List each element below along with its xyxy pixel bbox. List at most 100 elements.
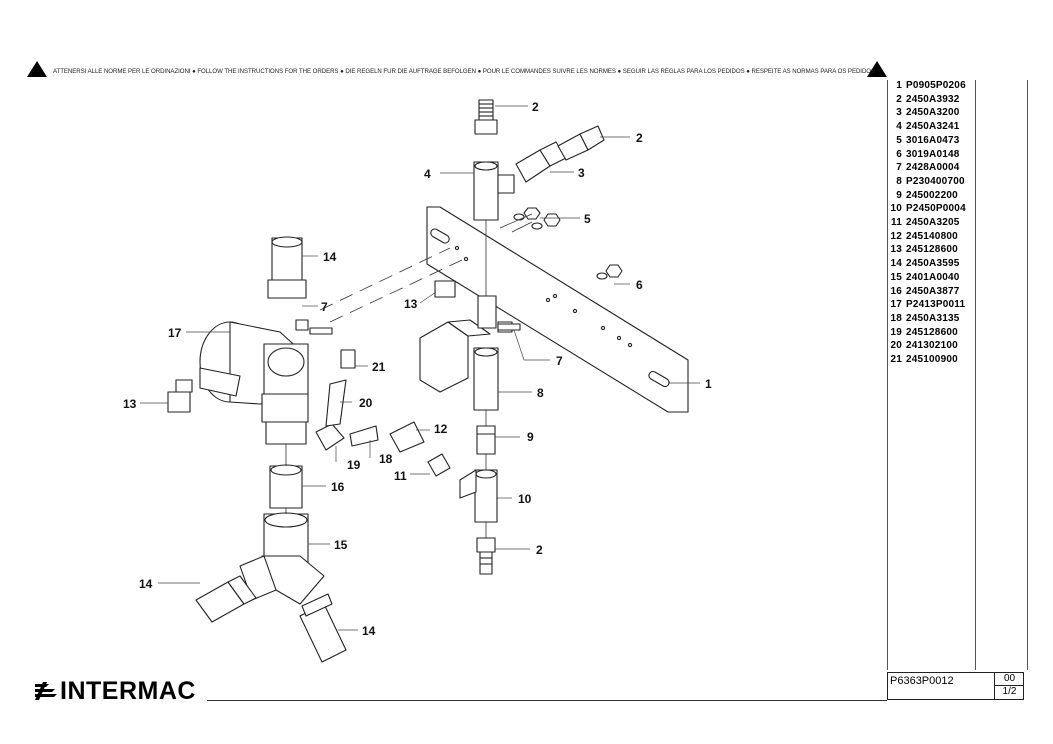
revision-number: 00 bbox=[995, 673, 1024, 686]
parts-list-row: 14 2450A3595 bbox=[888, 258, 960, 269]
parts-list-row: 2 2450A3932 bbox=[888, 94, 960, 105]
part-code: 245140800 bbox=[906, 230, 958, 242]
part-number: 15 bbox=[890, 271, 902, 283]
nipple-fitting bbox=[476, 425, 496, 455]
part-code: 2450A3200 bbox=[906, 107, 960, 119]
part-code: 2450A3877 bbox=[906, 285, 960, 297]
screw-pair-right bbox=[497, 323, 521, 331]
parts-list-divider bbox=[975, 80, 976, 670]
callout-number: 14 bbox=[362, 624, 376, 638]
bottom-rule bbox=[207, 700, 887, 701]
drawing-code: P6363P0012 bbox=[890, 675, 954, 687]
callout-number: 9 bbox=[527, 430, 534, 444]
part-code: 2450A3932 bbox=[906, 93, 960, 105]
part-number: 8 bbox=[896, 175, 902, 187]
adapter-fitting bbox=[515, 125, 605, 183]
sheet-number: 1/2 bbox=[1002, 686, 1017, 697]
parts-list-row: 13 245128600 bbox=[888, 244, 958, 255]
part-code: P230400700 bbox=[906, 175, 965, 187]
part-code: P0905P0206 bbox=[906, 80, 966, 91]
callout-number: 7 bbox=[556, 354, 563, 368]
callout-number: 13 bbox=[123, 397, 137, 411]
parts-list-row: 5 3016A0473 bbox=[888, 135, 960, 146]
parts-list-row: 7 2428A0004 bbox=[888, 162, 960, 173]
hose-fitting-top bbox=[474, 99, 498, 135]
parts-list-row: 9 245002200 bbox=[888, 190, 958, 201]
parts-list-row: 20 241302100 bbox=[888, 340, 958, 351]
part-number: 4 bbox=[896, 121, 902, 133]
brand-mark-icon bbox=[35, 682, 57, 700]
elbow-body-15 bbox=[239, 512, 325, 605]
part-code: 245002200 bbox=[906, 189, 958, 201]
part-number: 9 bbox=[896, 189, 902, 201]
hose-fitting-14-bottom bbox=[299, 593, 347, 663]
callout-number: 12 bbox=[434, 422, 448, 436]
part-code: 245128600 bbox=[906, 326, 958, 338]
small-fittings bbox=[349, 421, 451, 477]
callout-number: 10 bbox=[518, 492, 532, 506]
part-number: 5 bbox=[896, 134, 902, 146]
callout-number: 15 bbox=[334, 538, 348, 552]
title-block: P6363P0012 00 1/2 bbox=[887, 672, 1024, 700]
callout-number: 19 bbox=[347, 458, 361, 472]
part-number: 12 bbox=[890, 230, 902, 242]
elbow-fitting-left bbox=[167, 379, 193, 413]
centre-lines bbox=[285, 213, 533, 538]
part-number: 2 bbox=[896, 93, 902, 105]
callout-number: 18 bbox=[379, 452, 393, 466]
part-code: 2450A3135 bbox=[906, 312, 960, 324]
tee-fitting-bottom bbox=[459, 469, 498, 523]
part-number: 13 bbox=[890, 244, 902, 256]
callout-number: 5 bbox=[584, 212, 591, 226]
part-code: 245100900 bbox=[906, 354, 958, 365]
callout-number: 17 bbox=[168, 326, 182, 340]
hose-fitting-14-top bbox=[267, 236, 307, 299]
nipple-fitting-16 bbox=[269, 464, 303, 509]
callout-number: 21 bbox=[372, 360, 386, 374]
callout-number: 1 bbox=[705, 377, 712, 391]
part-code: 3016A0473 bbox=[906, 134, 960, 146]
part-code: 3019A0148 bbox=[906, 148, 960, 160]
callout-number: 14 bbox=[323, 250, 337, 264]
elbow-and-silencer bbox=[315, 349, 356, 451]
part-code: 2428A0004 bbox=[906, 162, 960, 174]
part-number: 20 bbox=[890, 340, 902, 352]
callout-number: 8 bbox=[537, 386, 544, 400]
callout-number: 11 bbox=[394, 469, 407, 483]
ordering-instructions: ATTENERSI ALLE NORME PER LE ORDINAZIONI … bbox=[53, 68, 876, 75]
callout-number: 2 bbox=[636, 131, 643, 145]
screw-pair-left bbox=[295, 319, 333, 335]
part-number: 14 bbox=[890, 258, 902, 270]
brand-name: INTERMAC bbox=[60, 676, 196, 705]
callout-number: 20 bbox=[359, 396, 373, 410]
warning-triangle-icon bbox=[867, 61, 887, 77]
part-code: P2413P0011 bbox=[906, 299, 966, 311]
callout-number: 2 bbox=[536, 543, 543, 557]
brand-logo: INTERMAC bbox=[35, 676, 196, 705]
pneumatic-cylinder bbox=[419, 280, 513, 411]
exploded-view-drawing: 2234514713172167181320129181911161015214… bbox=[123, 99, 712, 663]
callout-number: 16 bbox=[331, 480, 345, 494]
part-code: 2450A3595 bbox=[906, 258, 960, 270]
part-number: 7 bbox=[896, 162, 902, 174]
filter-body bbox=[199, 321, 309, 445]
part-number: 18 bbox=[890, 312, 902, 324]
part-code: 2401A0040 bbox=[906, 271, 960, 283]
part-code: 245128600 bbox=[906, 244, 958, 256]
part-number: 19 bbox=[890, 326, 902, 338]
parts-list-row: 12 245140800 bbox=[888, 231, 958, 242]
part-code: 241302100 bbox=[906, 340, 958, 352]
warning-triangle-icon bbox=[27, 61, 47, 77]
callout-number: 13 bbox=[404, 297, 418, 311]
part-number: 11 bbox=[891, 217, 902, 228]
assembly-lines bbox=[319, 247, 463, 323]
part-code: P2450P0004 bbox=[906, 203, 966, 215]
parts-list-row: 15 2401A0040 bbox=[888, 272, 960, 283]
